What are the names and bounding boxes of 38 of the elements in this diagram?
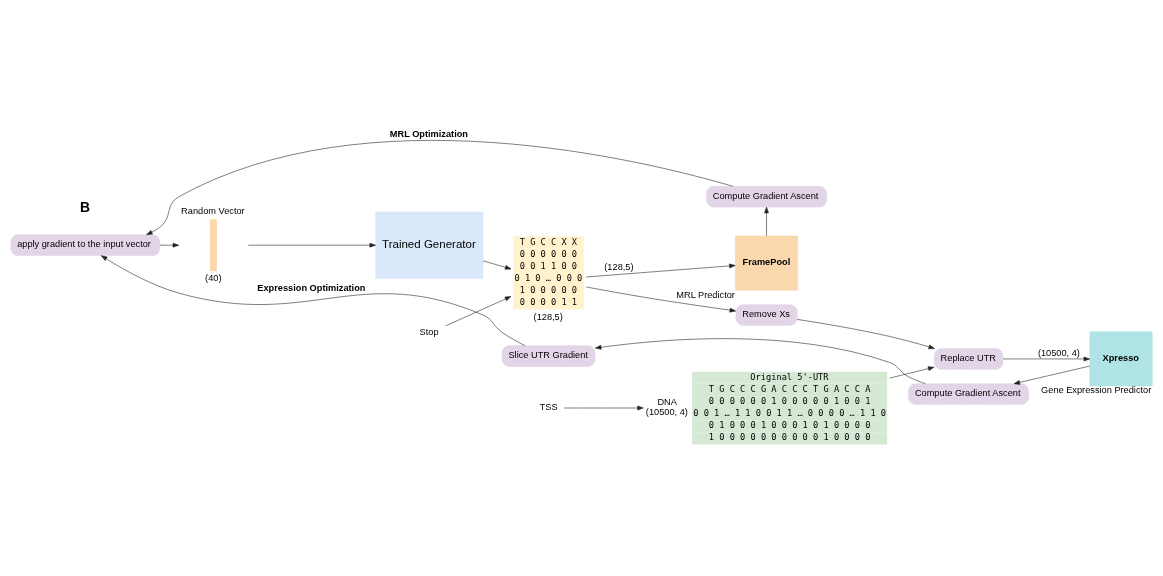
node-box — [210, 218, 217, 271]
edge-label: (10500, 4) — [1037, 347, 1080, 358]
node-box: Slice UTR Gradient — [501, 344, 596, 367]
node-text: Stop — [419, 326, 439, 337]
arrow — [586, 286, 736, 312]
arrow — [159, 242, 180, 247]
node-box: FramePool — [735, 235, 798, 291]
node-label: (40) — [205, 272, 222, 283]
arrow — [764, 206, 769, 236]
node-text: TSS — [539, 401, 558, 412]
arrow — [585, 263, 736, 277]
node-box: Trained Generator — [375, 211, 484, 279]
node-label: Random Vector — [181, 205, 245, 216]
arrow — [1013, 365, 1090, 385]
node-box: apply gradient to the input vector — [10, 234, 161, 256]
arrow — [482, 260, 512, 270]
node-label: (10500, 4) — [645, 406, 688, 417]
label: B — [80, 198, 91, 215]
node-box: Remove Xs — [735, 303, 798, 326]
edge-label: (128,5) — [604, 261, 634, 272]
node-label: Gene Expression Predictor — [1041, 384, 1152, 395]
arrow — [101, 254, 526, 346]
edge-label: MRL Optimization — [389, 128, 469, 139]
arrow — [445, 295, 512, 326]
node-box: Compute Gradient Ascent — [908, 382, 1029, 405]
arrow — [889, 365, 935, 378]
arrow — [146, 139, 734, 235]
node-box: Compute Gradient Ascent — [706, 185, 827, 207]
edge-label: Expression Optimization — [257, 282, 366, 293]
arrow — [248, 242, 376, 247]
node-label: DNA — [657, 396, 677, 407]
node-label: MRL Predictor — [676, 289, 735, 300]
arrow — [796, 318, 935, 349]
node-box: Xpresso — [1089, 331, 1153, 386]
arrow — [563, 405, 644, 410]
node-box: Replace UTR — [933, 347, 1004, 370]
node-label: (128,5) — [533, 311, 563, 322]
arrow — [1002, 356, 1090, 361]
